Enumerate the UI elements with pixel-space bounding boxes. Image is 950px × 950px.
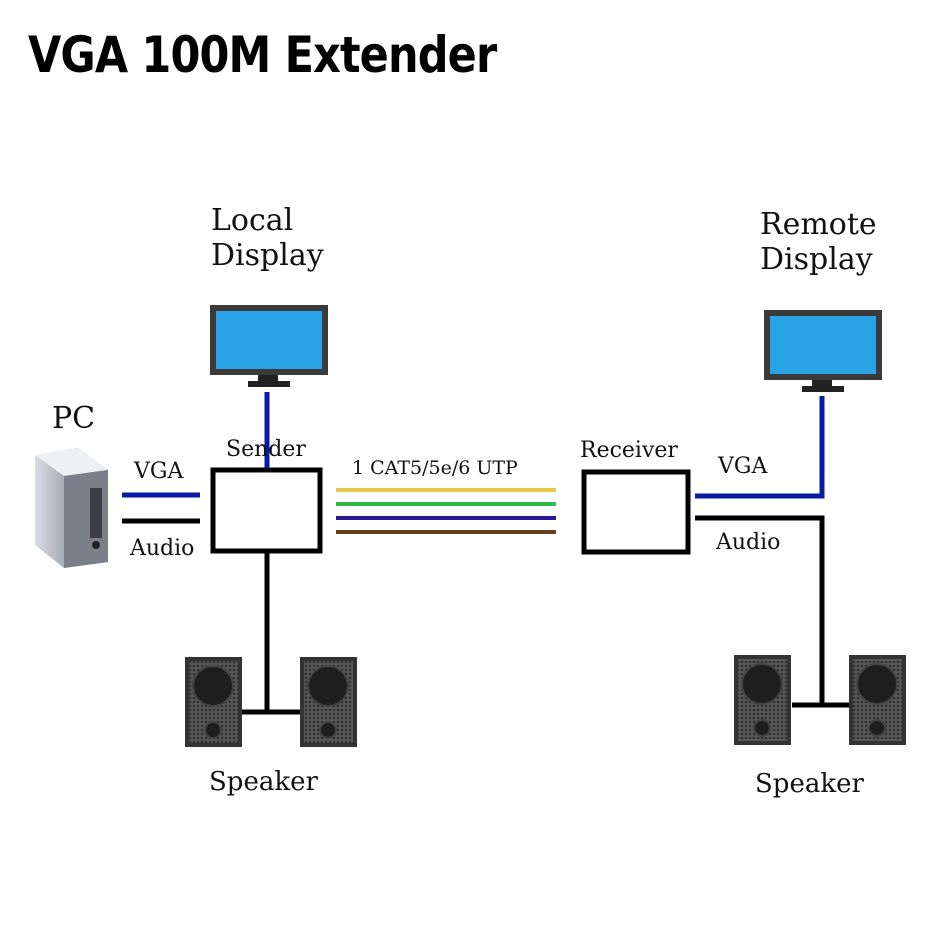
speaker-icon [849, 655, 906, 745]
vga-label-local: VGA [134, 459, 184, 484]
local-display-monitor-icon [210, 305, 328, 387]
audio-label-remote: Audio [716, 530, 781, 555]
receiver-label: Receiver [580, 438, 678, 463]
page-title: VGA 100M Extender [28, 26, 497, 84]
speaker-label-remote: Speaker [755, 769, 864, 799]
cat5-cable [336, 488, 556, 534]
pc-label: PC [52, 401, 96, 436]
speaker-label-local: Speaker [209, 767, 318, 797]
receiver-box [581, 469, 691, 555]
cable-label: 1 CAT5/5e/6 UTP [352, 457, 518, 479]
audio-label-local: Audio [130, 536, 195, 561]
pc-tower-icon [35, 448, 108, 568]
speaker-icon [300, 657, 357, 747]
remote-display-label: Remote Display [760, 207, 877, 277]
local-display-label: Local Display [211, 203, 324, 273]
speaker-icon [734, 655, 791, 745]
vga-label-remote: VGA [718, 454, 768, 479]
sender-box [210, 467, 323, 554]
audio-cable-remote [695, 515, 825, 705]
speaker-icon [185, 657, 242, 747]
remote-display-monitor-icon [764, 310, 882, 392]
sender-label: Sender [226, 437, 306, 462]
vga-cable-remote [695, 396, 825, 499]
